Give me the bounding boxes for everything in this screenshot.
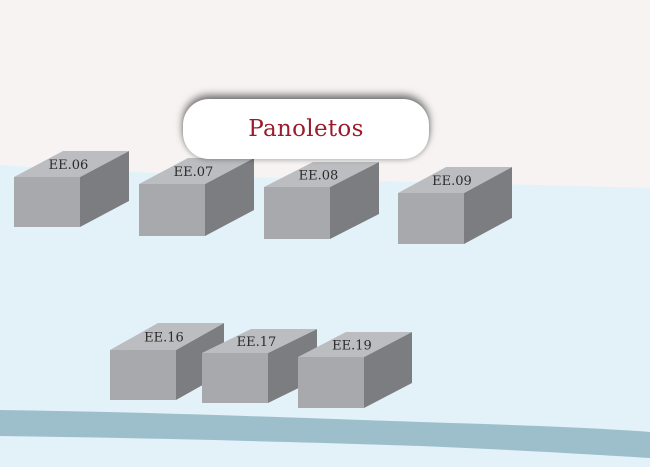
block-front-face — [298, 357, 364, 408]
block-ee19: EE.19 — [298, 332, 412, 408]
block-top-face — [398, 167, 512, 193]
block-ee17: EE.17 — [202, 329, 317, 403]
block-side-face — [330, 162, 379, 239]
block-top-face — [14, 151, 129, 177]
block-label: EE.08 — [299, 169, 339, 184]
block-front-face — [398, 193, 464, 244]
title-banner: Panoletos — [183, 99, 429, 159]
block-ee06: EE.06 — [14, 151, 129, 227]
block-side-face — [80, 151, 129, 227]
block-top-face — [202, 329, 317, 353]
block-front-face — [14, 177, 80, 227]
block-ee08: EE.08 — [264, 162, 379, 239]
block-label: EE.07 — [174, 165, 214, 180]
block-label: EE.17 — [237, 335, 277, 350]
block-side-face — [176, 323, 224, 400]
block-side-face — [364, 332, 412, 408]
block-label: EE.19 — [332, 339, 372, 354]
block-ee16: EE.16 — [110, 323, 224, 400]
block-label: EE.06 — [49, 158, 89, 173]
block-ee09: EE.09 — [398, 167, 512, 244]
block-top-face — [110, 323, 224, 350]
block-top-face — [264, 162, 379, 187]
block-label: EE.09 — [432, 174, 472, 189]
block-front-face — [110, 350, 176, 400]
block-side-face — [464, 167, 512, 244]
block-ee07: EE.07 — [139, 158, 254, 236]
block-front-face — [139, 184, 205, 236]
block-top-face — [298, 332, 412, 357]
shore-band — [0, 410, 650, 458]
block-label: EE.16 — [144, 331, 184, 346]
diagram-title: Panoletos — [248, 116, 364, 142]
block-front-face — [264, 187, 330, 239]
block-top-face — [139, 158, 254, 184]
block-front-face — [202, 353, 268, 403]
